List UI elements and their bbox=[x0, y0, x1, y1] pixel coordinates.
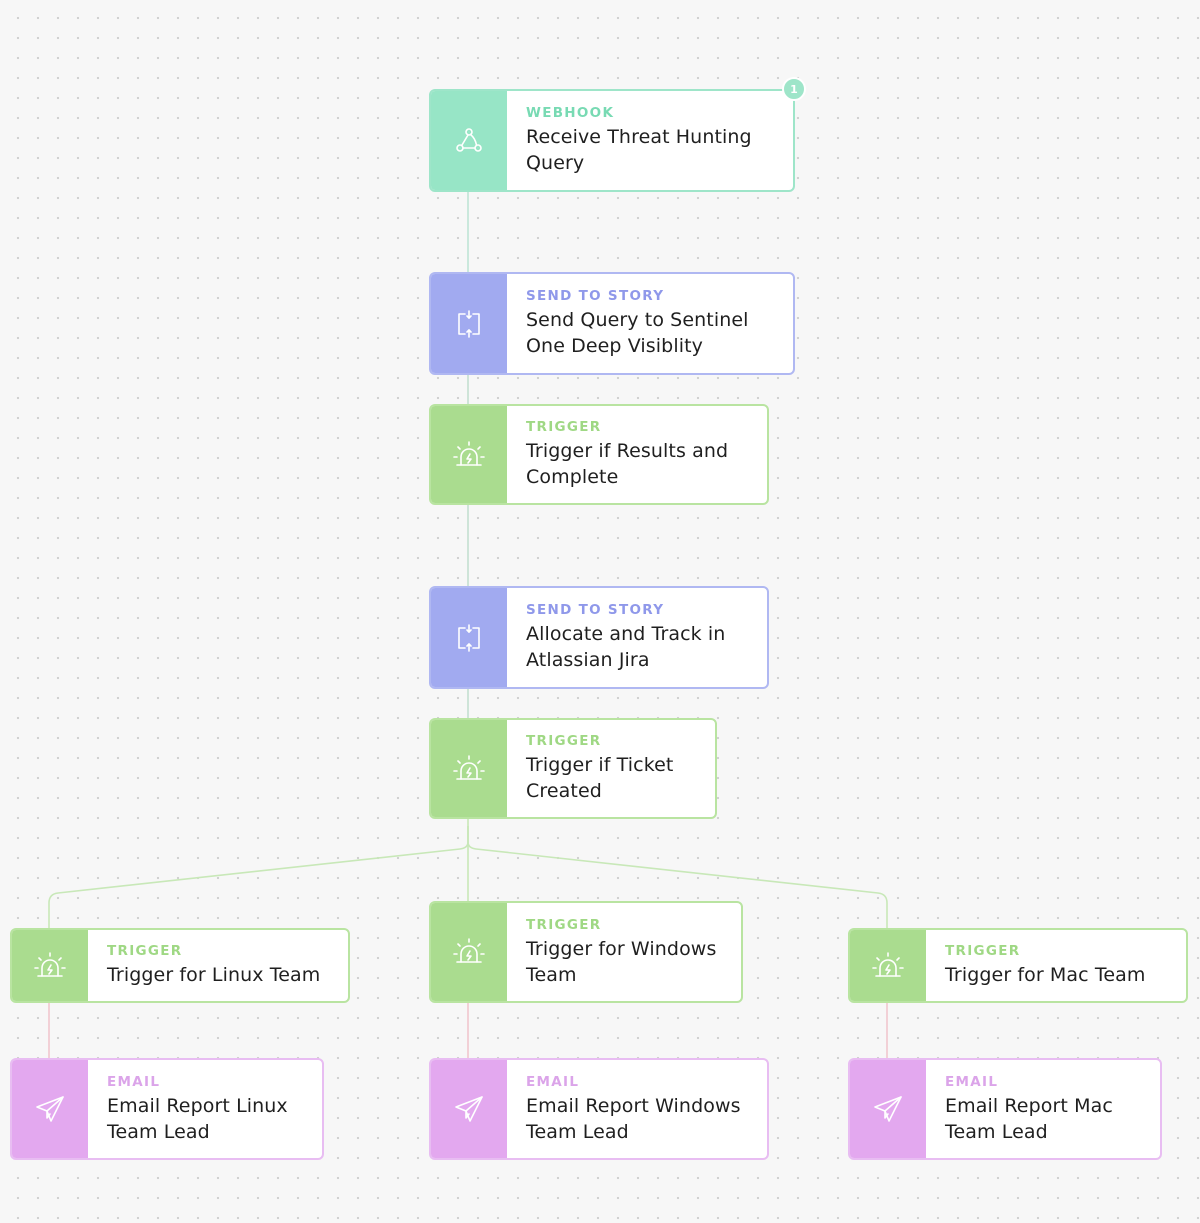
send-to-story-icon bbox=[458, 623, 480, 652]
node-receive-threat-hunting-query[interactable]: WEBHOOK Receive Threat Hunting Query bbox=[429, 89, 795, 192]
node-icon-box bbox=[431, 588, 507, 687]
node-icon-box bbox=[431, 903, 507, 1001]
node-title: Trigger for Linux Team bbox=[107, 964, 321, 986]
node-title: Email Report Linux Team Lead bbox=[107, 1094, 288, 1143]
node-icon-box bbox=[12, 930, 88, 1001]
node-type-label: TRIGGER bbox=[945, 943, 1021, 959]
node-type-label: EMAIL bbox=[526, 1073, 580, 1090]
node-send-query-to-sentinel-one[interactable]: SEND TO STORY Send Query to Sentinel One… bbox=[429, 272, 795, 375]
node-type-label: SEND TO STORY bbox=[526, 602, 665, 618]
webhook-icon bbox=[456, 127, 482, 152]
node-icon-box bbox=[431, 274, 507, 373]
node-icon-box bbox=[850, 1060, 926, 1158]
node-type-label: TRIGGER bbox=[107, 943, 183, 959]
node-allocate-and-track-in-jira[interactable]: SEND TO STORY Allocate and Track in Atla… bbox=[429, 586, 769, 689]
node-type-label: TRIGGER bbox=[526, 419, 602, 435]
send-paper-plane-icon bbox=[36, 1096, 64, 1122]
trigger-alarm-icon bbox=[453, 754, 485, 780]
node-type-label: TRIGGER bbox=[526, 916, 602, 933]
node-trigger-for-windows-team[interactable]: TRIGGER Trigger for Windows Team bbox=[429, 901, 743, 1003]
node-email-report-linux-team-lead[interactable]: EMAIL Email Report Linux Team Lead bbox=[10, 1058, 324, 1160]
node-title: Trigger for Windows Team bbox=[526, 937, 717, 986]
trigger-alarm-icon bbox=[453, 938, 485, 963]
node-icon-box bbox=[12, 1060, 88, 1158]
node-title: Trigger if Results and Complete bbox=[526, 440, 729, 488]
connector-ticket-to-linux bbox=[48, 826, 469, 928]
node-email-report-mac-team-lead[interactable]: EMAIL Email Report Mac Team Lead bbox=[848, 1058, 1162, 1160]
node-icon-box bbox=[431, 1060, 507, 1158]
node-type-label: SEND TO STORY bbox=[526, 288, 665, 304]
node-icon-box bbox=[431, 720, 507, 817]
node-title: Allocate and Track in Atlassian Jira bbox=[526, 623, 726, 671]
node-title: Trigger if Ticket Created bbox=[526, 754, 674, 802]
send-paper-plane-icon bbox=[455, 1096, 483, 1122]
node-title: Send Query to Sentinel One Deep Visiblit… bbox=[526, 309, 749, 357]
trigger-alarm-icon bbox=[453, 440, 485, 466]
send-paper-plane-icon bbox=[874, 1096, 902, 1122]
node-icon-box bbox=[431, 406, 507, 503]
node-trigger-if-ticket-created[interactable]: TRIGGER Trigger if Ticket Created bbox=[429, 718, 717, 819]
node-trigger-for-mac-team[interactable]: TRIGGER Trigger for Mac Team bbox=[848, 928, 1188, 1003]
node-title: Trigger for Mac Team bbox=[945, 964, 1146, 986]
node-title: Email Report Mac Team Lead bbox=[945, 1094, 1113, 1143]
node-type-label: TRIGGER bbox=[526, 733, 602, 749]
node-type-label: EMAIL bbox=[945, 1073, 999, 1090]
node-trigger-for-linux-team[interactable]: TRIGGER Trigger for Linux Team bbox=[10, 928, 350, 1003]
trigger-alarm-icon bbox=[872, 951, 904, 977]
node-type-label: WEBHOOK bbox=[526, 105, 615, 121]
trigger-alarm-icon bbox=[34, 951, 66, 977]
node-title: Email Report Windows Team Lead bbox=[526, 1094, 741, 1143]
node-title: Receive Threat Hunting Query bbox=[526, 126, 752, 174]
node-type-label: EMAIL bbox=[107, 1073, 161, 1090]
event-count-badge[interactable]: 1 bbox=[782, 77, 806, 101]
node-icon-box bbox=[850, 930, 926, 1001]
send-to-story-icon bbox=[458, 309, 480, 338]
node-email-report-windows-team-lead[interactable]: EMAIL Email Report Windows Team Lead bbox=[429, 1058, 769, 1160]
node-trigger-if-results-and-complete[interactable]: TRIGGER Trigger if Results and Complete bbox=[429, 404, 769, 505]
node-icon-box bbox=[431, 91, 507, 190]
